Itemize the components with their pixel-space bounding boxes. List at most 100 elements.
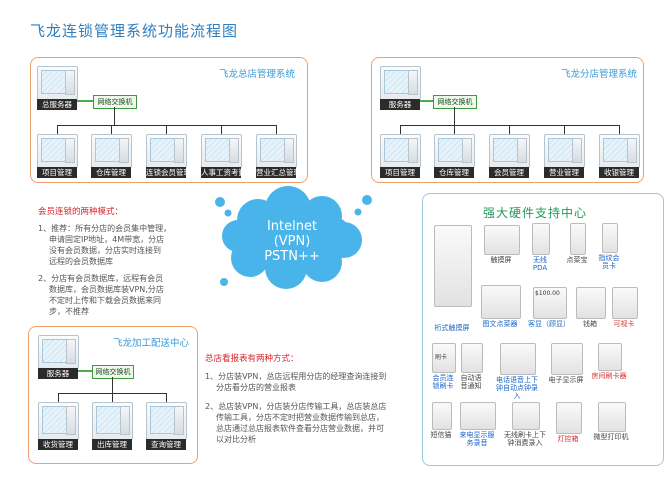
connector-line <box>509 125 510 134</box>
report-item-2-line: 以对比分析 <box>216 435 256 444</box>
mini-printer-icon <box>598 402 626 432</box>
hardware-caption: 指纹会员卡 <box>598 254 620 270</box>
branch-switch: 网络交换机 <box>433 95 477 109</box>
node-label: 连锁会员管理 <box>146 167 186 178</box>
hq-client: 营业汇总管理 <box>256 134 297 178</box>
node-label: 收银管理 <box>599 167 639 178</box>
hardware-caption: 可视卡 <box>613 320 635 328</box>
branch-client: 会员管理 <box>489 134 530 178</box>
dist-switch: 网络交换机 <box>92 365 134 379</box>
branch-client: 仓库管理 <box>434 134 475 178</box>
node-label: 查询管理 <box>146 439 186 450</box>
connector-line <box>166 393 167 402</box>
connector-line <box>564 125 565 134</box>
node-label: 营业管理 <box>544 167 584 178</box>
hardware-caption: 图文点菜器 <box>482 320 518 328</box>
computer-icon <box>201 134 242 168</box>
member-item-2-line: 不定时上传和下载会员数据来同 <box>49 296 161 305</box>
node-label: 服务器 <box>38 368 78 379</box>
hardware-caption: 客显（顾显） <box>528 320 570 328</box>
computer-icon <box>380 66 421 100</box>
node-label: 会员管理 <box>489 167 529 178</box>
computer-icon <box>380 134 421 168</box>
dist-client: 收货管理 <box>38 402 79 450</box>
hardware-caption: 灯控箱 <box>557 435 579 443</box>
connector-line <box>57 125 277 126</box>
branch-server: 服务器 <box>380 66 421 110</box>
connector-line <box>454 125 455 134</box>
node-label: 项目管理 <box>37 167 77 178</box>
order-device-icon <box>570 223 586 255</box>
connector-line <box>112 377 113 393</box>
hardware-caption: 触摸屏 <box>490 256 512 264</box>
wireless-pda-icon <box>532 223 550 255</box>
card-text: 刷卡 <box>435 354 448 361</box>
computer-icon <box>91 134 132 168</box>
connector-line <box>400 125 401 134</box>
computer-icon <box>37 134 78 168</box>
connector-line <box>58 393 59 402</box>
connector-line <box>276 125 277 134</box>
internet-cloud: Intelnet (VPN) PSTN++ <box>215 186 372 289</box>
node-label: 出库管理 <box>92 439 132 450</box>
hardware-caption: 无线PDA <box>532 256 548 272</box>
connector-line <box>619 125 620 134</box>
node-label: 收货管理 <box>38 439 78 450</box>
hardware-title: 强大硬件支持中心 <box>483 206 588 220</box>
customer-display-icon: $100.00 <box>533 287 567 319</box>
branch-client: 项目管理 <box>380 134 421 178</box>
hardware-caption: 无线刷卡上下钟消费录入 <box>504 431 546 447</box>
computer-icon <box>92 402 133 440</box>
touch-kiosk-icon <box>434 225 472 307</box>
member-heading: 会员连锁的两种模式： <box>38 207 124 217</box>
hardware-caption: 桁式触摸屏 <box>434 324 470 332</box>
computer-icon <box>37 66 78 100</box>
report-item-2-line: 总店通过总店报表软件查看分店营业数据，并可 <box>216 424 384 433</box>
connector-line <box>114 107 115 125</box>
connector-line <box>77 100 93 102</box>
connector-line <box>112 393 113 402</box>
graphic-order-device-icon <box>481 285 521 319</box>
branch-client: 营业管理 <box>544 134 585 178</box>
member-item-1-line: 1、推荐：所有分店的会员集中管理， <box>38 224 172 233</box>
caller-id-icon <box>460 402 496 430</box>
voice-notify-icon <box>461 343 483 373</box>
touch-screen-icon <box>484 225 520 255</box>
wireless-card-icon <box>512 402 540 430</box>
node-label: 总服务器 <box>37 99 77 110</box>
member-item-1-line: 远程的会员数据库 <box>49 257 113 266</box>
node-label: 服务器 <box>380 99 420 110</box>
connector-line <box>78 370 92 372</box>
node-label: 营业汇总管理 <box>256 167 296 178</box>
computer-icon <box>146 134 187 168</box>
branch-client: 收银管理 <box>599 134 640 178</box>
hq-client: 仓库管理 <box>91 134 132 178</box>
hardware-caption: 钱箱 <box>583 320 597 328</box>
cash-drawer-icon <box>576 287 606 319</box>
report-item-2-line: 传输工具，分店不定时把营业数据传输到总店， <box>216 413 384 422</box>
hardware-caption: 短信猫 <box>430 431 452 439</box>
connector-line <box>166 125 167 134</box>
cloud-line-2: (VPN) <box>274 234 311 249</box>
member-item-2-line: 2、分店有会员数据库，远程有会员 <box>38 274 164 283</box>
hardware-caption: 来电显示服务录音 <box>459 431 495 447</box>
hq-server: 总服务器 <box>37 66 78 110</box>
node-label: 人事工资考勤 <box>201 167 241 178</box>
connector-line <box>400 125 620 126</box>
hardware-caption: 电话语音上下钟自动点钟录入 <box>496 376 538 400</box>
hq-client: 连锁会员管理 <box>146 134 187 178</box>
hardware-caption: 房间刷卡器 <box>591 372 627 380</box>
fingerprint-card-icon <box>602 223 618 253</box>
node-label: 仓库管理 <box>91 167 131 178</box>
connector-line <box>111 125 112 134</box>
node-label: 仓库管理 <box>434 167 474 178</box>
cloud-line-3: PSTN++ <box>264 249 320 264</box>
computer-icon <box>38 335 79 369</box>
member-item-2-line: 步，不推荐 <box>49 307 89 316</box>
dist-client: 查询管理 <box>146 402 187 450</box>
hardware-caption: 微型打印机 <box>593 433 629 441</box>
node-label: 项目管理 <box>380 167 420 178</box>
page-title: 飞龙连锁管理系统功能流程图 <box>30 22 239 40</box>
dist-panel-title: 飞龙加工配送中心 <box>112 338 189 349</box>
hq-panel-title: 飞龙总店管理系统 <box>218 69 295 80</box>
